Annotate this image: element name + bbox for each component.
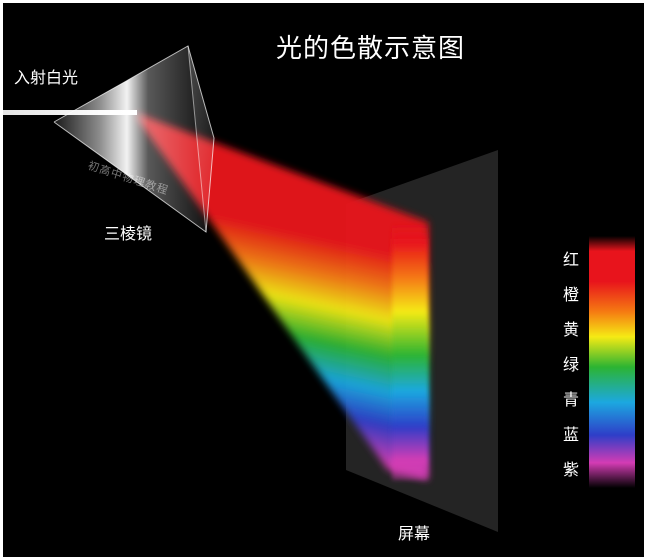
prism: [53, 45, 215, 233]
incoming-white-beam: [3, 110, 137, 115]
prism-side-face: [188, 46, 214, 232]
legend-item-red: 红: [563, 250, 580, 269]
legend-item-green: 绿: [563, 355, 580, 374]
legend-item-violet: 紫: [563, 460, 580, 479]
prism-edges: [53, 45, 215, 233]
prism-label: 三棱镜: [104, 224, 153, 243]
screen-label: 屏幕: [398, 524, 431, 543]
prism-front-face: [54, 46, 206, 232]
legend-item-orange: 橙: [563, 285, 580, 304]
diagram-title: 光的色散示意图: [276, 34, 466, 64]
legend-item-blue: 蓝: [563, 425, 580, 444]
legend-item-cyan: 青: [563, 390, 580, 409]
incoming-light-label: 入射白光: [14, 68, 79, 87]
prism-back-edge: [187, 45, 207, 233]
dispersed-spectrum-fan: [136, 113, 428, 480]
legend-color-bar: [589, 236, 635, 488]
screen-spectrum-band: [392, 222, 428, 480]
legend-item-yellow: 黄: [563, 320, 580, 339]
